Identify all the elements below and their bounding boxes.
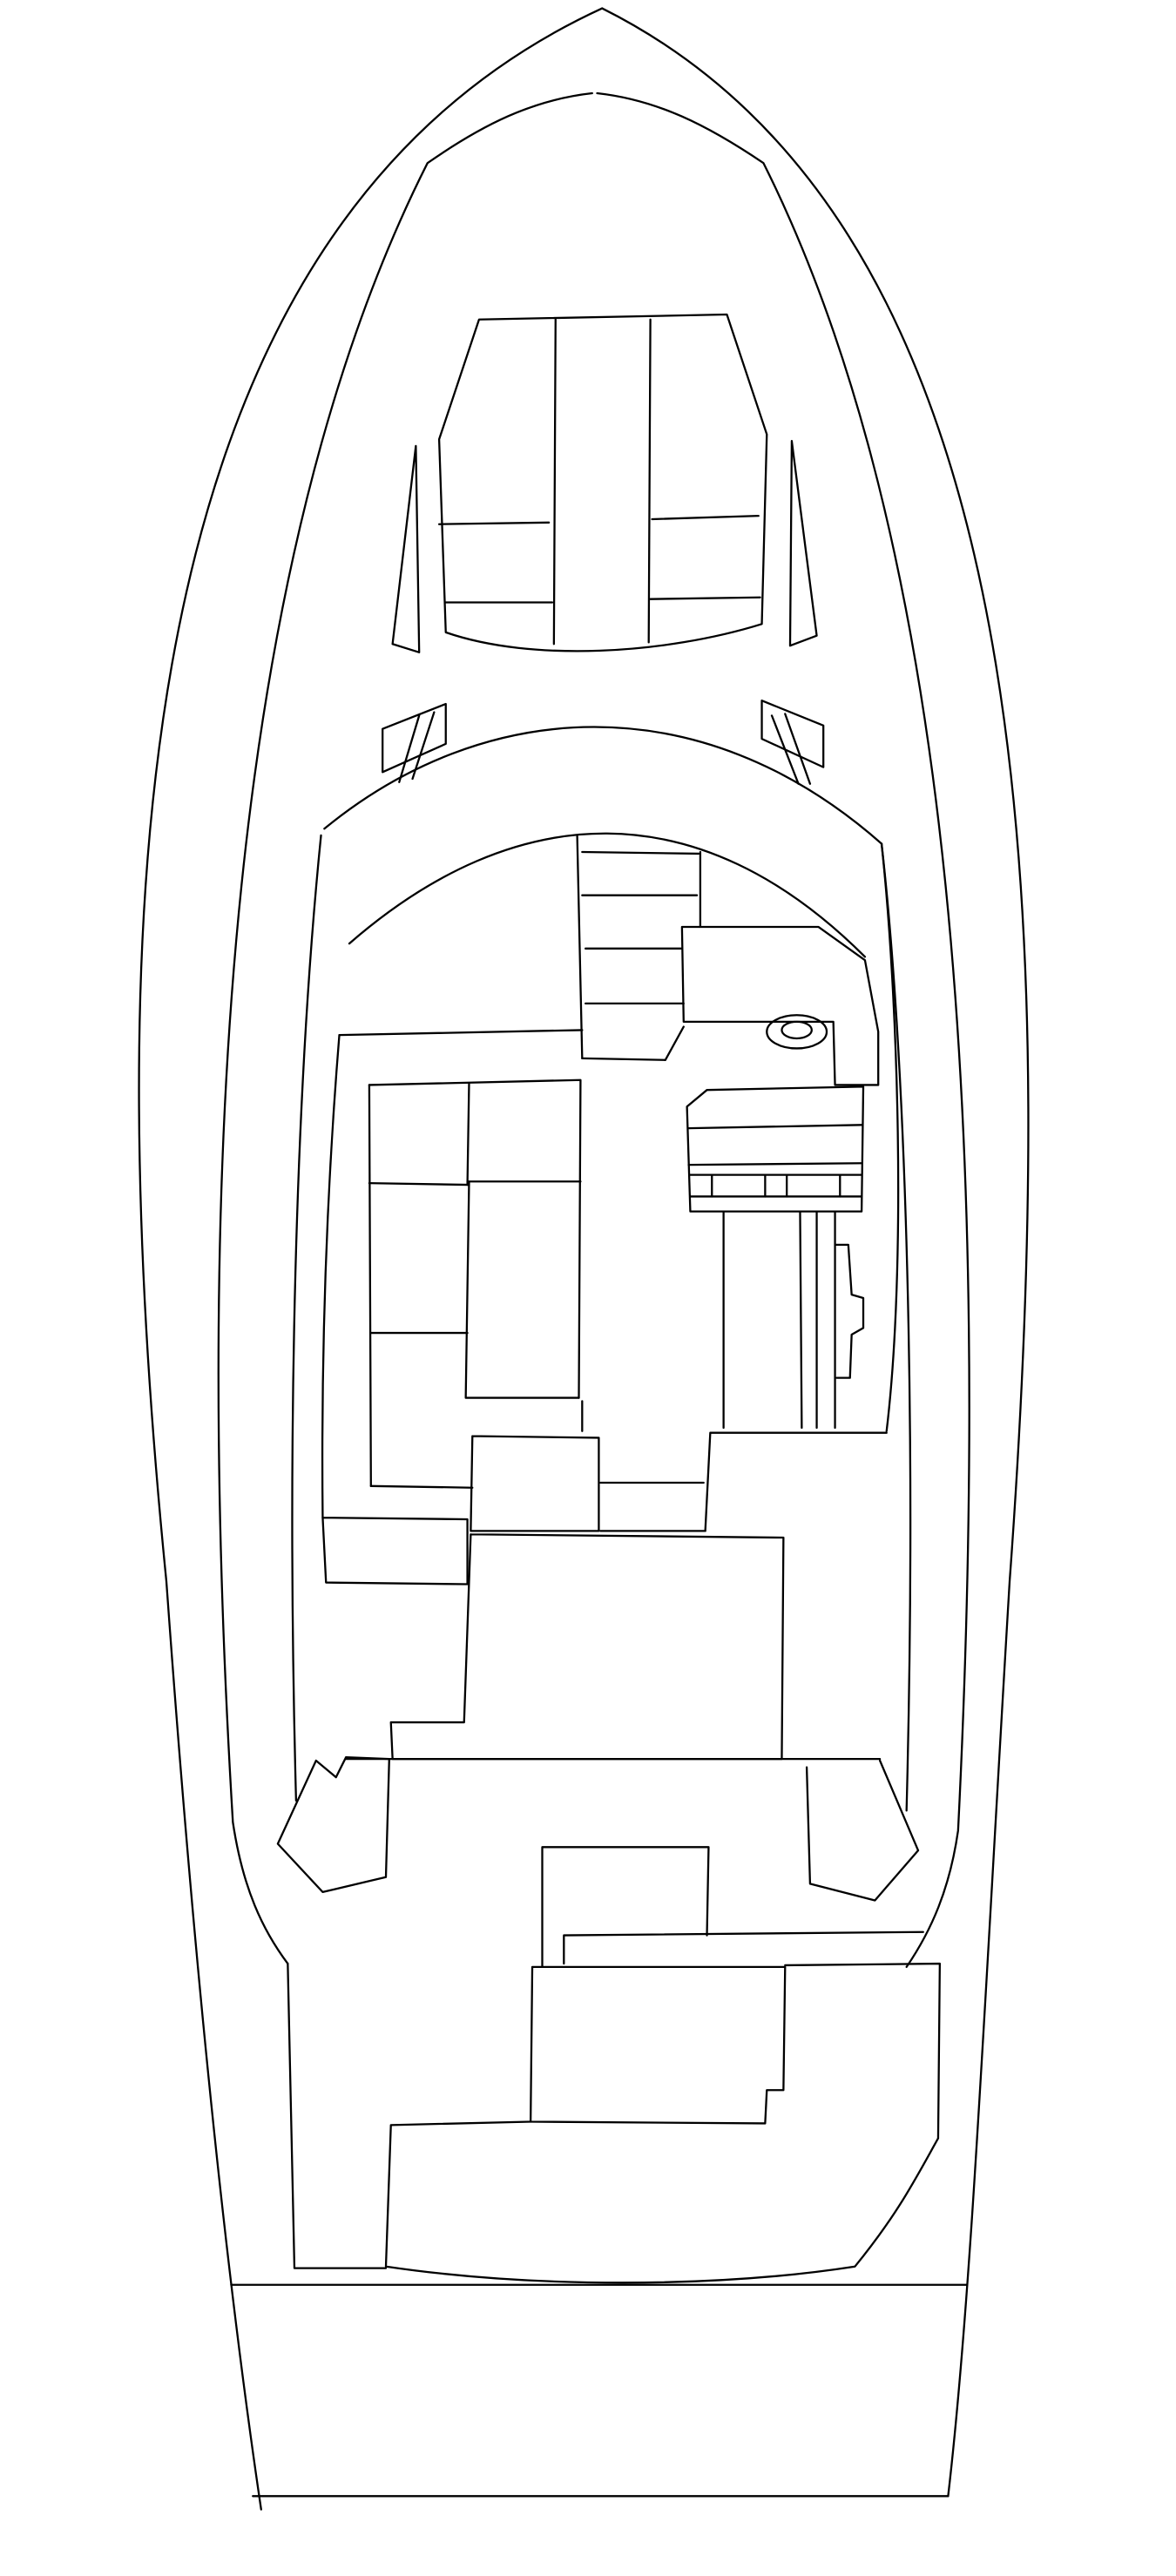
- cockpit-modules: [276, 1435, 941, 2284]
- step-line: [581, 850, 700, 855]
- gunwale-port: [217, 91, 593, 1965]
- aft-deck: [384, 1962, 941, 2284]
- lounge-aft-segment: [321, 1516, 469, 1585]
- hatch-port: [382, 702, 447, 774]
- transom-shelf: [563, 1930, 924, 1965]
- companionway-port: [576, 834, 584, 1060]
- sunpad-outline: [437, 313, 768, 652]
- lounge-cushion-seam: [466, 1082, 470, 1187]
- foredeck-fittings: [382, 440, 825, 785]
- helm-seat: [686, 1085, 865, 1213]
- port-cockpit-wall: [287, 1962, 388, 2269]
- transom-bench: [541, 1846, 710, 1969]
- sunpad-cushion-line: [651, 515, 760, 521]
- hardtop-leading-edge: [323, 726, 883, 845]
- foredeck-wedge-port: [391, 444, 421, 653]
- hull: [138, 7, 1030, 2511]
- hatch-starboard-slat: [770, 714, 800, 785]
- hatch-starboard: [760, 700, 825, 768]
- helm-console: [680, 925, 880, 1086]
- lounge-frame: [368, 1078, 582, 1399]
- hardtop-port-side: [291, 834, 322, 1802]
- hull-outer-outline: [138, 7, 604, 2511]
- port-aft-seat: [276, 1756, 390, 1894]
- steering-wheel-hub-icon: [781, 1020, 813, 1040]
- starboard-side-wall: [880, 842, 900, 1432]
- helm-area: [576, 834, 900, 1532]
- gunwale: [217, 91, 970, 1969]
- lounge-frame-side: [368, 1084, 372, 1487]
- hatch-port-slat: [411, 711, 436, 781]
- steering-wheel-icon: [766, 1014, 828, 1050]
- sunpad-cushion-line: [649, 596, 761, 600]
- helm-pedestal-line: [799, 1210, 803, 1430]
- sunpad-seam-right: [647, 318, 652, 644]
- sunpad-seam-left: [552, 318, 557, 646]
- foredeck-wedge-starboard: [788, 440, 818, 647]
- side-door-handle: [834, 1243, 865, 1379]
- companionway-bottom: [581, 1025, 685, 1061]
- step-module: [470, 1435, 600, 1532]
- helm-seat-cushion-line: [687, 1124, 863, 1130]
- hull-outer-outline-starboard: [601, 7, 1030, 2498]
- sunpad-cushion-line: [437, 521, 551, 525]
- hatch-port-slat: [398, 714, 421, 783]
- starboard-aft-seat: [805, 1759, 920, 1902]
- helm-seat-cushion-line: [687, 1162, 863, 1166]
- windshield-arc: [348, 832, 867, 958]
- lounge-forward-back: [338, 1029, 584, 1037]
- aft-storage-box: [529, 1965, 787, 2125]
- cockpit-galley: [389, 1533, 785, 1761]
- foredeck-sunpad: [437, 313, 768, 652]
- hatch-starboard-slat: [784, 713, 812, 785]
- lounge-port-back: [321, 1034, 341, 1519]
- dinette-table: [464, 1180, 580, 1399]
- lounge-frame-bottom: [369, 1484, 474, 1489]
- dinette: [321, 1029, 584, 1585]
- gunwale-starboard: [596, 91, 970, 1969]
- lounge-cushion-seam: [368, 1182, 470, 1187]
- helm-aft-bulkhead: [704, 1431, 888, 1532]
